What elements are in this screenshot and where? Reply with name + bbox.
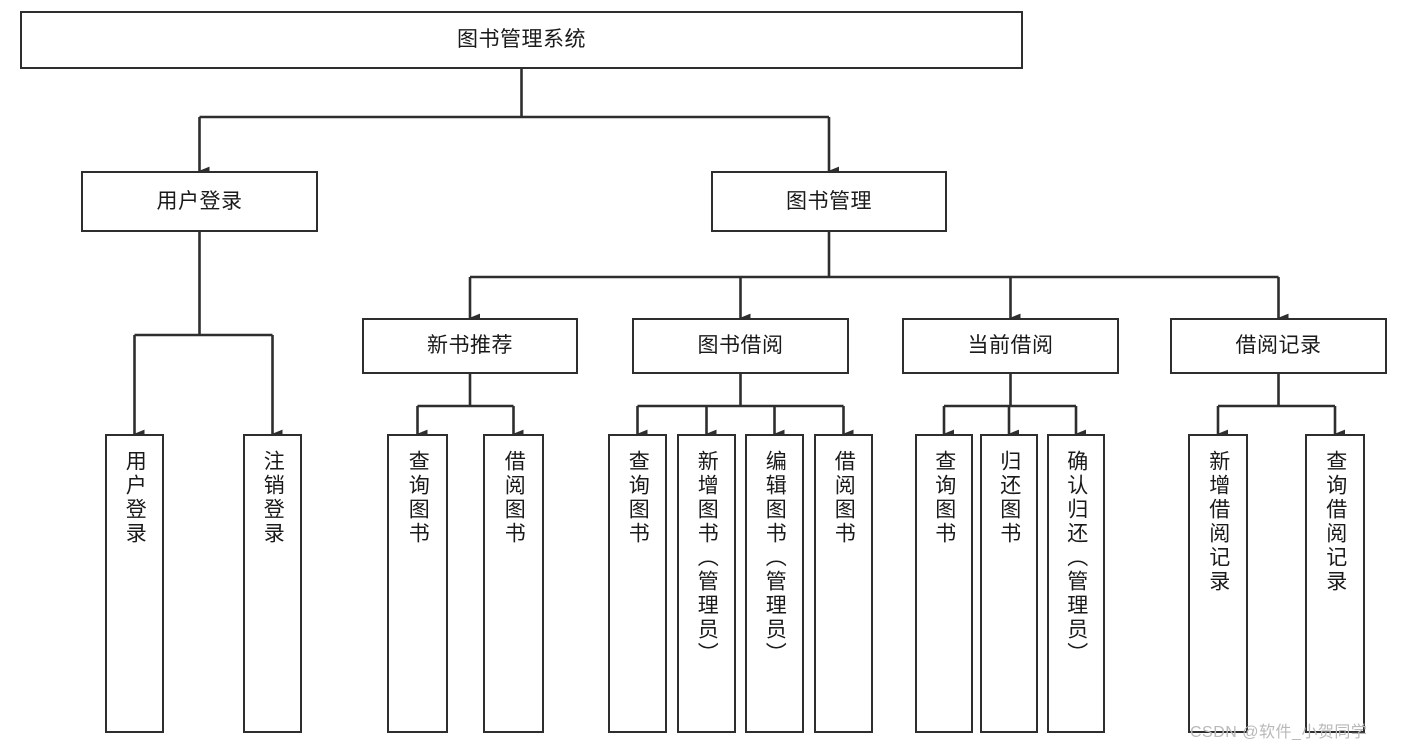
node-label: 编辑图书（管理员） — [763, 450, 787, 666]
node-label: 图书管理 — [786, 189, 872, 213]
node-l_add[interactable]: 新增图书（管理员） — [677, 434, 736, 733]
node-label: 注销登录 — [261, 450, 285, 546]
node-label: 用户登录 — [156, 189, 243, 213]
node-newbook[interactable]: 新书推荐 — [362, 318, 578, 374]
node-label: 图书借阅 — [697, 334, 784, 358]
node-l_borrow2[interactable]: 借阅图书 — [814, 434, 873, 733]
node-label: 借阅记录 — [1235, 334, 1322, 358]
node-label: 借阅图书 — [832, 450, 856, 546]
node-label: 借阅图书 — [502, 450, 526, 546]
node-l_queryrec[interactable]: 查询借阅记录 — [1305, 434, 1365, 733]
node-label: 归还图书 — [997, 450, 1021, 546]
node-label: 新增借阅记录 — [1206, 450, 1230, 594]
node-label: 查询借阅记录 — [1323, 450, 1347, 594]
node-label: 新增图书（管理员） — [695, 450, 719, 666]
node-l_addrec[interactable]: 新增借阅记录 — [1188, 434, 1248, 733]
node-l_return[interactable]: 归还图书 — [980, 434, 1038, 733]
node-l_logout[interactable]: 注销登录 — [243, 434, 302, 733]
node-bookmgmt[interactable]: 图书管理 — [711, 171, 947, 232]
node-label: 查询图书 — [626, 450, 650, 546]
node-label: 当前借阅 — [967, 334, 1054, 358]
node-borrow[interactable]: 图书借阅 — [632, 318, 849, 374]
node-login[interactable]: 用户登录 — [81, 171, 318, 232]
watermark-label: CSDN @软件_小贺同学 — [1190, 724, 1368, 741]
node-l_query3[interactable]: 查询图书 — [915, 434, 973, 733]
node-label: 确认归还（管理员） — [1064, 450, 1088, 666]
node-l_borrow1[interactable]: 借阅图书 — [483, 434, 544, 733]
node-l_login[interactable]: 用户登录 — [105, 434, 164, 733]
node-label: 新书推荐 — [427, 334, 513, 358]
node-label: 查询图书 — [406, 450, 430, 546]
node-label: 图书管理系统 — [457, 28, 586, 52]
node-records[interactable]: 借阅记录 — [1170, 318, 1387, 374]
node-label: 用户登录 — [123, 450, 147, 546]
node-root[interactable]: 图书管理系统 — [20, 11, 1023, 69]
node-label: 查询图书 — [932, 450, 956, 546]
node-l_edit[interactable]: 编辑图书（管理员） — [745, 434, 804, 733]
node-current[interactable]: 当前借阅 — [902, 318, 1119, 374]
tree-edges — [133, 69, 1346, 439]
node-l_confirm[interactable]: 确认归还（管理员） — [1047, 434, 1105, 733]
node-l_query1[interactable]: 查询图书 — [387, 434, 448, 733]
node-l_query2[interactable]: 查询图书 — [608, 434, 667, 733]
